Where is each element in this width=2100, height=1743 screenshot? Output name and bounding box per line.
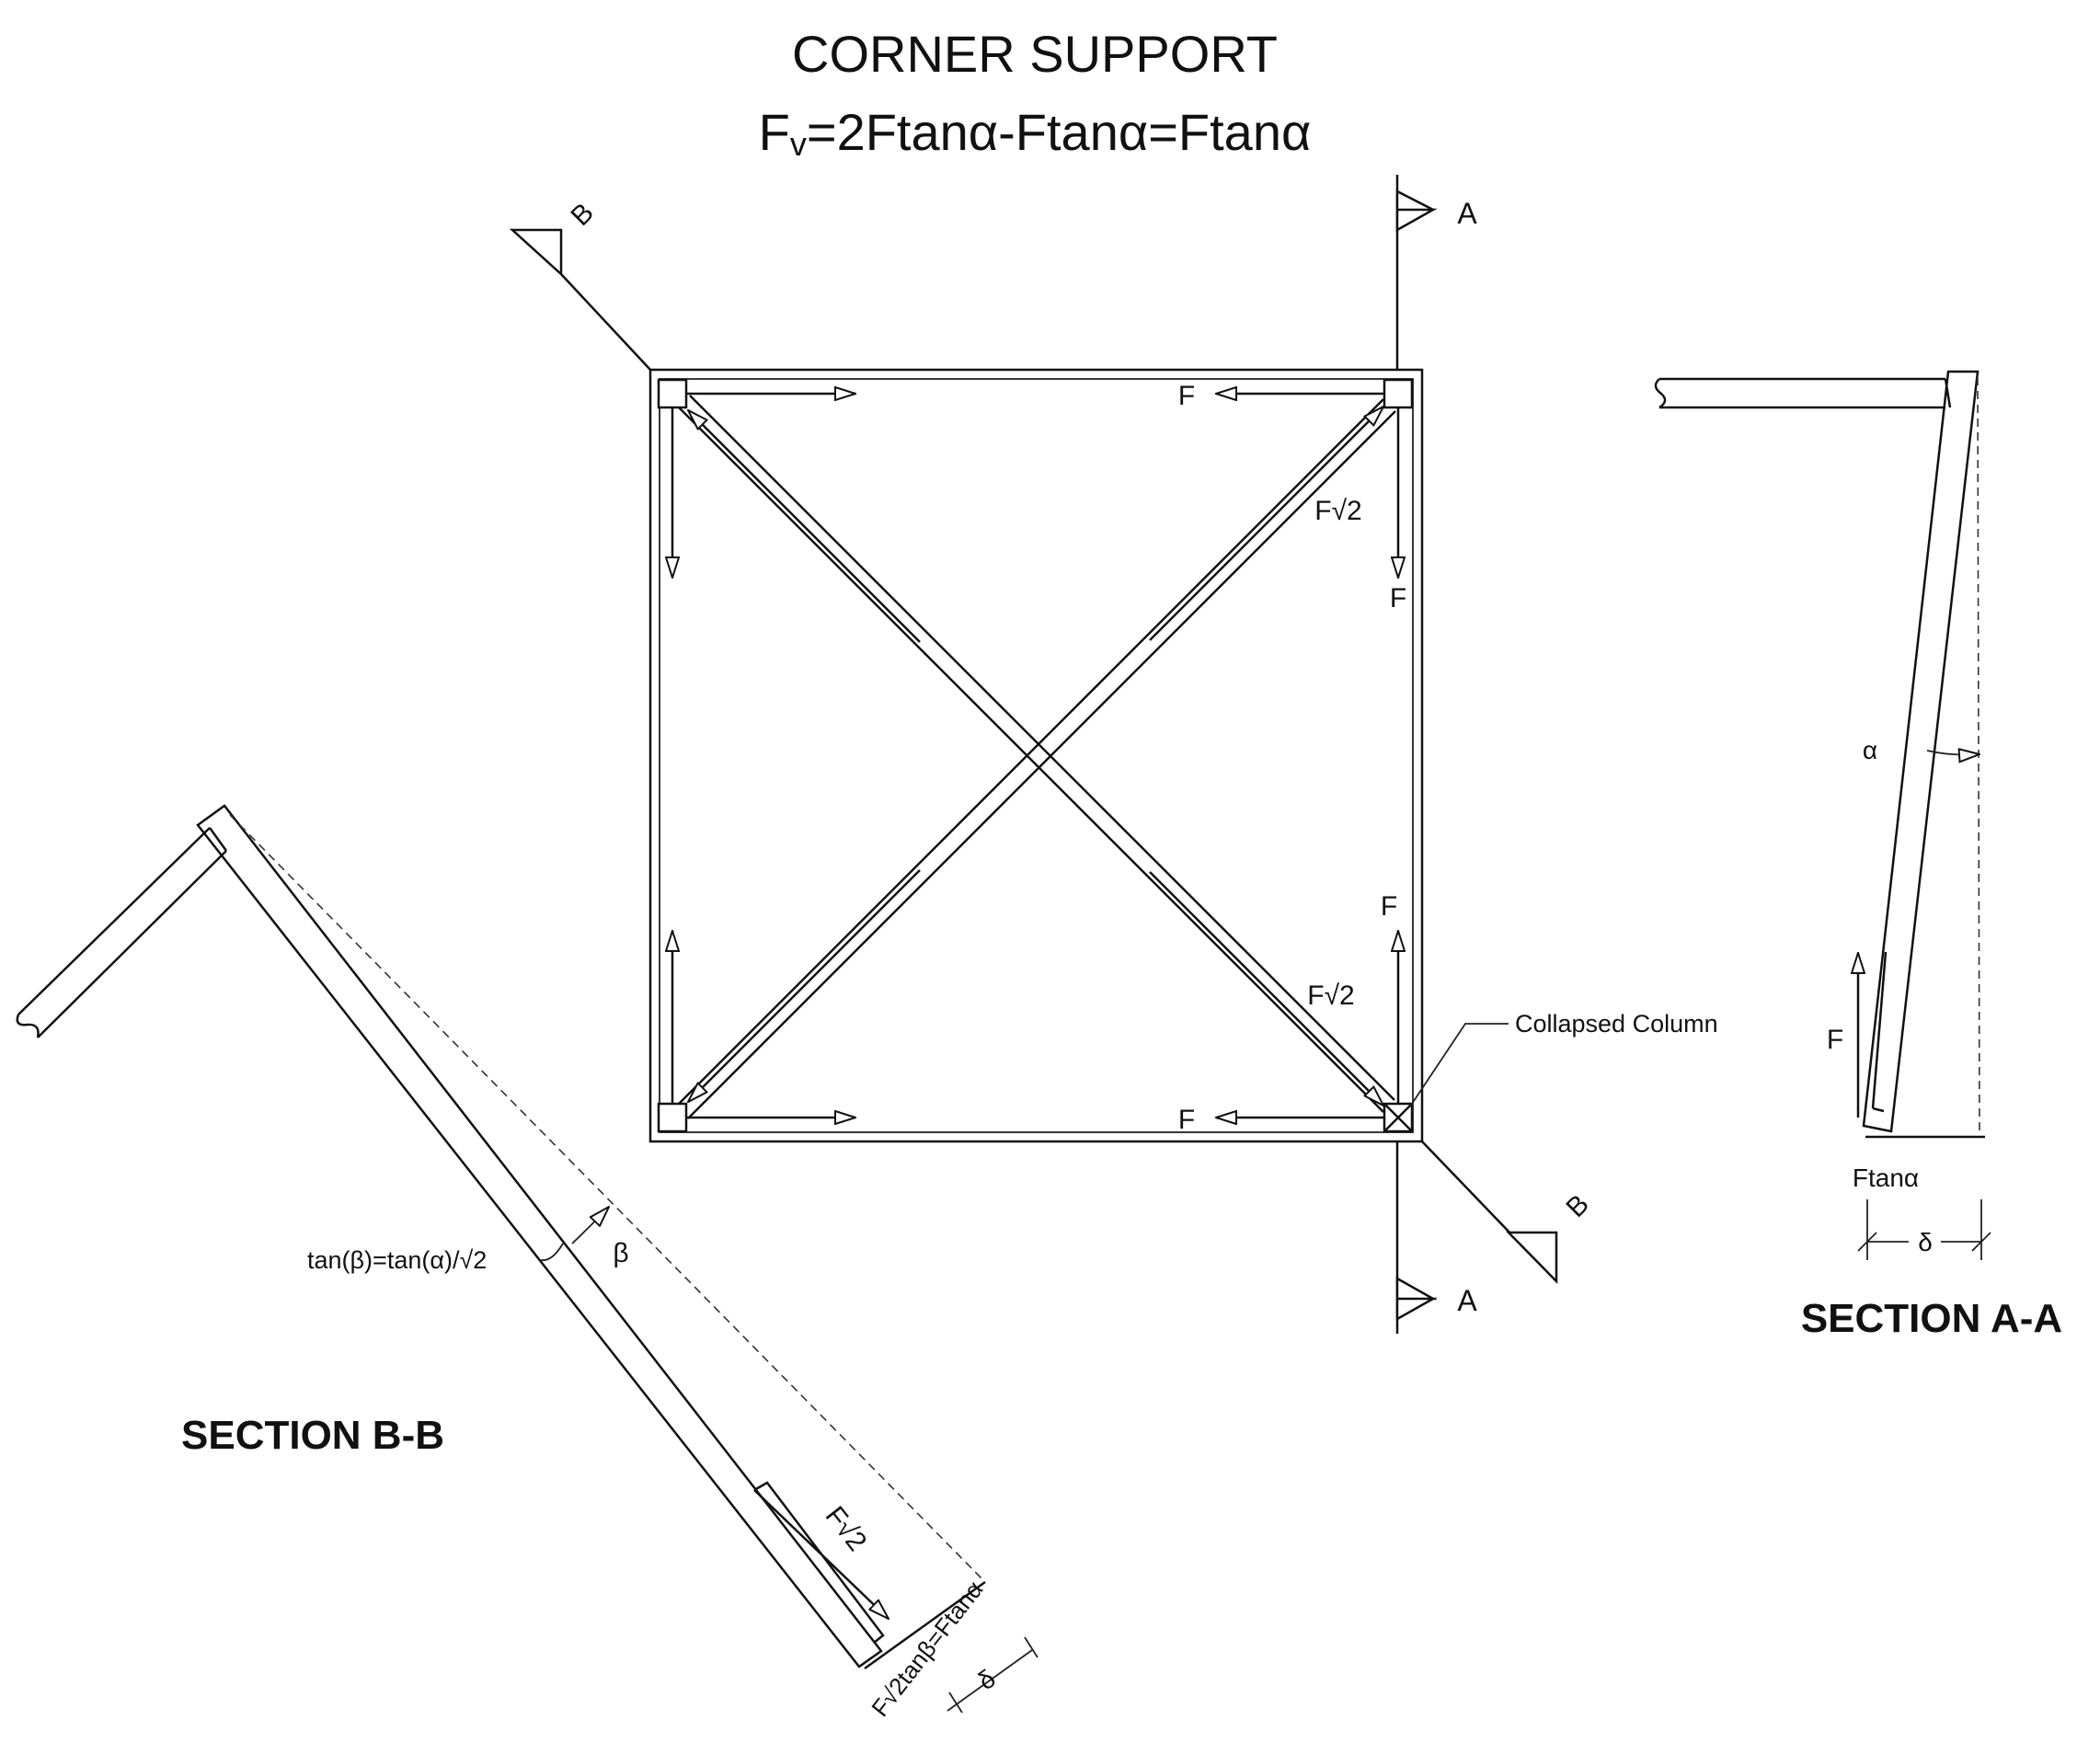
column-bottom-left (657, 1102, 688, 1133)
section-b-column-top-cap (208, 827, 228, 852)
collapsed-column-leader (1409, 1023, 1509, 1107)
slab-outer-outline (648, 368, 1424, 1143)
section-marker-b-bottom-flag (1506, 1231, 1558, 1285)
column-top-left (657, 378, 688, 409)
force-arrow-diag-to-tr (1149, 407, 1383, 641)
slab-inner-outline (659, 378, 1414, 1133)
section-line-b-top (560, 273, 651, 371)
section-marker-b-top: B (566, 198, 600, 232)
collapsed-column-label: Collapsed Column (1515, 1010, 1718, 1038)
label-f-sqrt2-upper: F√2 (1314, 496, 1361, 526)
plan-view: A A B B (509, 175, 1718, 1334)
section-a-delta-tick-left (1857, 1232, 1877, 1252)
section-a-title: SECTION A-A (1801, 1296, 2062, 1341)
section-a-delta-tick-right (1971, 1232, 1991, 1252)
section-a-delta: δ (1918, 1228, 1933, 1256)
diagram-title: CORNER SUPPORT Fv=2Ftanα-Ftanα=Ftanα (759, 25, 1312, 163)
section-a-ftan: Ftanα (1853, 1164, 1919, 1192)
section-b-beta-arc (571, 1207, 609, 1244)
section-a-alpha: α (1863, 736, 1877, 764)
section-b-tan-relation: tan(β)=tan(α)/√2 (307, 1246, 487, 1274)
label-f-right-down: F (1390, 583, 1406, 613)
section-a-force-hook (1871, 951, 1888, 1113)
section-a-alpha-arc (1926, 751, 1980, 755)
label-f-sqrt2-lower: F√2 (1307, 980, 1354, 1011)
section-b-beta: β (613, 1238, 628, 1268)
section-marker-b-top-flag (509, 228, 563, 277)
section-b-delta-tick-left (948, 1691, 963, 1714)
section-b-slab (16, 827, 227, 1038)
section-a-original-position (1977, 376, 1980, 1138)
section-b-force-hook (753, 1481, 885, 1644)
formula-subscript: v (790, 125, 807, 163)
section-b-column (196, 804, 883, 1668)
diagonal-member-bl-tr (675, 398, 1396, 1119)
column-top-right (1383, 378, 1414, 409)
section-b-force: F√2 (820, 1501, 873, 1557)
title-line-1: CORNER SUPPORT (792, 25, 1278, 83)
section-b-original-position (229, 814, 986, 1583)
section-b-tan-leader (540, 1243, 564, 1262)
section-b-title: SECTION B-B (181, 1413, 444, 1458)
section-b-force-relation: F√2tanβ=Ftanα (866, 1576, 988, 1722)
collapsed-column (1383, 1102, 1414, 1133)
section-a-slab (1654, 377, 1945, 409)
section-marker-a-bottom-flag (1395, 1276, 1438, 1322)
formula-rest: =2Ftanα-Ftanα=Ftanα (807, 103, 1312, 161)
force-arrow-diag-to-br (1149, 871, 1383, 1106)
label-f-top-right: F (1178, 381, 1195, 411)
section-a-force: F (1827, 1025, 1843, 1055)
section-b-delta-dim (947, 1649, 1033, 1712)
section-b-b: β tan(β)=tan(α)/√2 F√2 F√2tanβ=Ftanα δ S… (16, 804, 1039, 1722)
section-marker-a-top-flag (1395, 189, 1438, 233)
section-a-a: α F Ftanα δ SECTION A-A (1654, 370, 2062, 1341)
section-b-base-line (864, 1580, 986, 1670)
force-arrow-diag-to-tl (688, 410, 921, 643)
section-marker-b-bottom: B (1561, 1189, 1595, 1223)
label-f-right-up: F (1381, 891, 1397, 922)
section-a-column (1862, 370, 1980, 1133)
section-marker-a-top: A (1457, 197, 1477, 230)
section-a-column-top-cap (1944, 378, 1952, 408)
section-marker-a-bottom: A (1457, 1284, 1477, 1317)
label-f-bottom-right: F (1178, 1105, 1195, 1135)
diagonal-member-tl-br (675, 395, 1395, 1113)
formula-f: F (759, 103, 790, 161)
section-b-delta-tick-right (1024, 1636, 1039, 1658)
title-formula: Fv=2Ftanα-Ftanα=Ftanα (759, 103, 1312, 163)
force-arrow-diag-to-bl (688, 869, 921, 1102)
